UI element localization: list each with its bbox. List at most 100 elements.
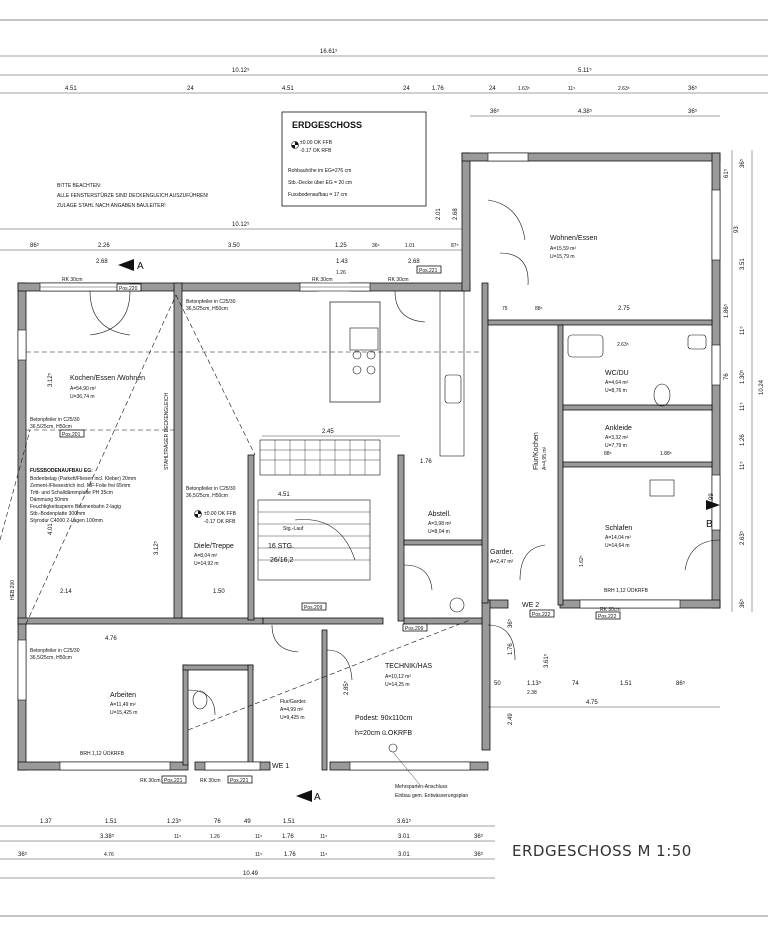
room-ankleide-area: A=3,32 m²: [605, 435, 629, 441]
fussboden-line3: Tritt- und Schalldämmplatte PH 35cm: [30, 490, 113, 496]
dim-r1-d: 24: [403, 86, 410, 92]
room-schlafen-perimeter: U=14,64 m: [605, 543, 630, 549]
anschluss-marker-icon: [388, 743, 398, 753]
dim-b3-f: 3.01: [398, 852, 410, 858]
room-diele-name: Diele/Treppe: [194, 543, 234, 550]
stair: Stg.-Lauf 16 STG. 26/16,2: [257, 439, 381, 581]
dim-inner-m: 50: [494, 681, 501, 687]
dim-v-r: 3.61⁵: [543, 653, 550, 668]
room-arbeiten-area: A=11,49 m²: [110, 702, 136, 708]
stair-steps-label: 16 STG.: [268, 543, 294, 550]
beton-note-2b: 36,5/25cm, H50cm: [186, 306, 228, 312]
dim-inner-c: 1.76: [420, 459, 432, 465]
pos221-tag-bl: Pos.221: [164, 778, 183, 784]
dim-inner-d: 2.14: [60, 589, 72, 595]
dim-v-x: 3.12⁵: [153, 540, 160, 555]
dim-v-v: 4.01: [48, 523, 54, 535]
brh-label-1: BRH 1,12 ÜOKRFB: [80, 750, 125, 757]
dim-v-c: 2.01: [436, 208, 442, 220]
pos201-tag: Pos.201: [62, 432, 81, 438]
dim-inner-r: 86⁵: [676, 680, 686, 687]
room-ankleide-name: Ankleide: [605, 425, 632, 432]
dim-inner-j: 2.63⁵: [617, 342, 629, 348]
fussboden-title: FUSSBODENAUFBAU EG:: [30, 468, 93, 474]
dim-b2-g: 3.01: [398, 834, 410, 840]
notice-line3: ZULAGE STAHL NACH ANGABEN BAULEITER!: [57, 203, 166, 209]
title-line1: Rohbauhöhe im EG=276 cm: [288, 168, 351, 174]
we2-label: WE 2: [522, 602, 539, 609]
anschluss-label-1: Mehrsparten-Anschluss: [395, 784, 448, 790]
dim-r2-c: 36⁵: [688, 108, 698, 115]
dim-b1-c: 1.23⁵: [167, 818, 182, 825]
dim-v-n: 11⁵: [739, 461, 746, 470]
rk-label-2: RK 30cm: [312, 277, 333, 283]
dim-m-d: 1.25: [335, 243, 347, 249]
dim-b1-d: 76: [214, 819, 221, 825]
pos221-tag-bm: Pos.221: [230, 778, 249, 784]
dim-b3-e: 11⁵: [320, 852, 327, 858]
room-flurgarder-area: A=4,99 m²: [280, 707, 304, 713]
dim-r1-a: 4.51: [65, 86, 77, 92]
dim-b2-a: 3.38⁵: [100, 833, 115, 840]
room-diele-perimeter: U=14,92 m: [194, 561, 219, 567]
title-level-ffb: ±0.00 OK FFB: [300, 140, 333, 146]
dim-inner-e: 1.50: [213, 589, 225, 595]
doors: [89, 199, 721, 716]
rk-label-5: RK 30cm: [200, 778, 221, 784]
mid-dimension-chains: 10.12⁵ 86⁵ 2.26 3.50 1.25 36⁵ 1.01 87⁵ 2…: [0, 221, 470, 276]
room-wc-area: A=4,64 m²: [605, 380, 629, 386]
room-kochen-name: Kochen/Essen /Wohnen: [70, 375, 145, 382]
room-garder-name: Garder.: [490, 549, 513, 556]
drawing-title: ERDGESCHOSS M 1:50: [512, 842, 692, 860]
pos222-tag-we2: Pos.222: [532, 612, 551, 618]
dim-top-total: 16.61⁵: [320, 48, 338, 55]
dim-m-c: 3.50: [228, 243, 240, 249]
dim-b3-b: 4.76: [104, 852, 114, 858]
brh-label-2: BRH 1,12 ÜOKRFB: [604, 587, 649, 594]
pos220-tag: Pos.220: [119, 286, 138, 292]
beton-note-4a: Betonpfeiler in C25/30: [30, 648, 80, 654]
title-block-heading: ERDGESCHOSS: [292, 120, 362, 130]
title-line2: Stb.-Decke über EG = 20 cm: [288, 180, 352, 186]
dim-b2-e: 1.76: [282, 834, 294, 840]
dim-v-z: 1.62⁵: [579, 555, 585, 567]
podest-height-label: h=20cm ü.OKRFB: [355, 730, 412, 737]
beton-note-2a: Betonpfeiler in C25/30: [186, 299, 236, 305]
dim-top-right: 5.11⁵: [578, 67, 592, 74]
dim-inner-q: 1.51: [620, 681, 632, 687]
fussboden-line7: Styrodur C4000 2-Lagen 100mm: [30, 518, 103, 524]
dim-b3-g: 36⁵: [474, 851, 484, 858]
dim-inner-l: 1.88⁵: [660, 451, 672, 457]
room-wohnen-area: A=15,59 m²: [550, 246, 576, 252]
room-wohnen-perimeter: U=15,79 m: [550, 254, 575, 260]
room-abstell-perimeter: U=8,04 m: [428, 529, 450, 535]
beton-note-1a: Betonpfeiler in C25/30: [30, 417, 80, 423]
dim-v-g: 1.86⁵: [723, 303, 730, 318]
notice-line1: BITTE BEACHTEN:: [57, 183, 101, 189]
pos222-tag: Pos.222: [598, 614, 617, 620]
dim-r1-h: 11⁵: [568, 86, 575, 92]
dim-m-a: 86⁵: [30, 242, 40, 249]
dim-b2-h: 36⁵: [474, 833, 484, 840]
room-flurgarder-perimeter: U=9,425 m: [280, 715, 305, 721]
dim-b1-g: 3.61⁵: [397, 818, 412, 825]
room-arbeiten-name: Arbeiten: [110, 692, 136, 699]
dim-m-e: 36⁵: [372, 243, 380, 249]
kitchen-island: [329, 290, 465, 457]
stair-ratio-label: 26/16,2: [270, 557, 293, 564]
dim-m2-b: 1.43: [336, 259, 348, 265]
room-kochen-area: A=54,90 m²: [70, 386, 96, 392]
dim-v-t: 36⁵: [507, 618, 514, 628]
dim-b1-e: 49: [244, 819, 251, 825]
dim-v-h: 11⁵: [739, 326, 746, 335]
dim-b1-f: 1.51: [283, 819, 295, 825]
room-flurgarder-name: Flur/Garder.: [280, 699, 307, 705]
dim-inner-s: 4.75: [586, 700, 598, 706]
section-a-bottom-arrow-icon: [296, 790, 312, 802]
dim-r2-a: 36⁵: [490, 108, 500, 115]
section-b-label: B: [706, 519, 713, 530]
anschluss-label-2: Einbau gem. Entwässerungsplan: [395, 793, 468, 799]
stair-lauf-label: Stg.-Lauf: [283, 526, 304, 532]
dim-b3-c: 11⁵: [255, 852, 262, 858]
dim-inner-f: 4.76: [105, 636, 117, 642]
